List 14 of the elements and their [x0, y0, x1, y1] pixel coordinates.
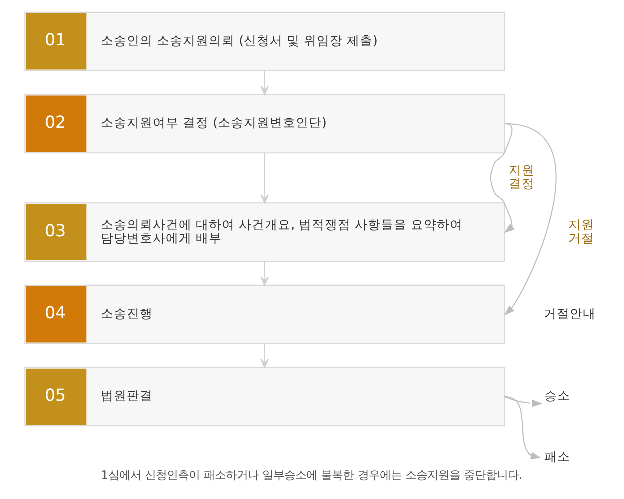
label: 거절안내 — [544, 306, 596, 321]
arrow — [260, 153, 270, 204]
arrow — [504, 123, 557, 316]
node-text: 패소 — [544, 449, 571, 464]
caption: 1심에서 신청인측이 패소하거나 일부승소에 불복한 경우에는 소송지원을 중단합니다. — [101, 468, 523, 482]
edge-label: 지원 결정 — [509, 162, 536, 192]
arrow — [505, 396, 542, 460]
arrow — [260, 70, 270, 96]
arrow — [504, 396, 543, 408]
arrow — [490, 123, 515, 234]
arrow — [260, 261, 270, 286]
arrow — [260, 344, 270, 368]
node-text: 승소 — [544, 388, 571, 404]
edge-label: 지원 거절 — [568, 216, 595, 246]
